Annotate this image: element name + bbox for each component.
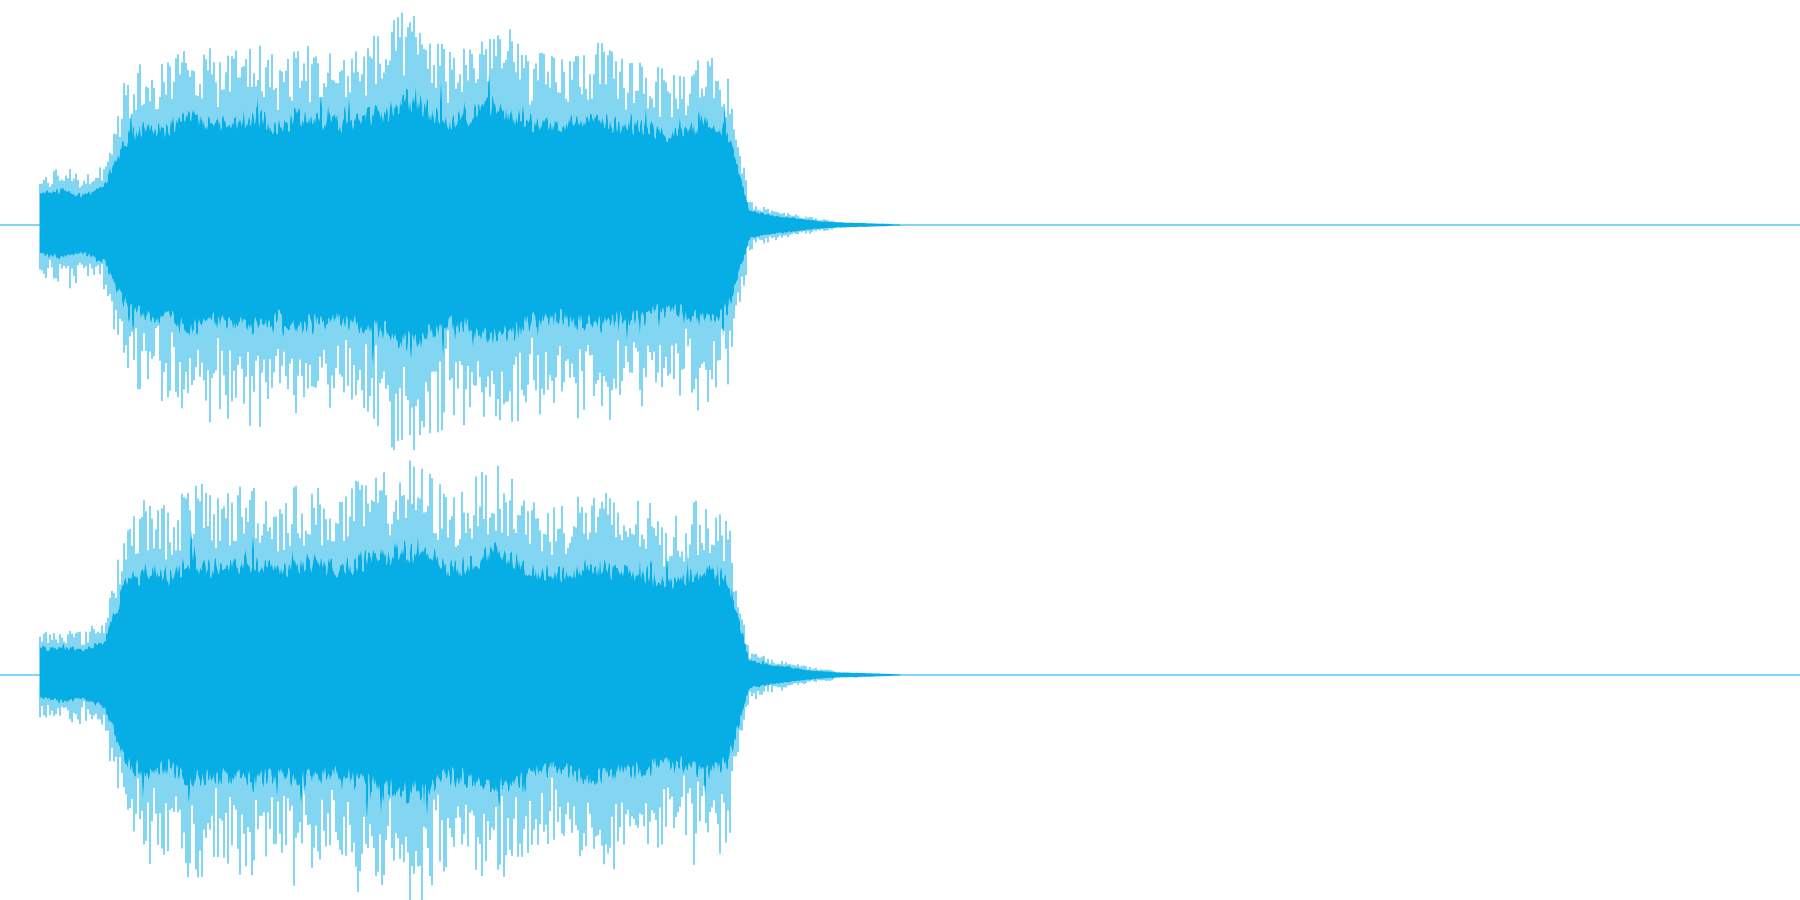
channel-left-waveform[interactable] [0,0,1800,450]
channel-left-svg [0,12,1800,450]
channel-right-waveform[interactable] [0,450,1800,900]
channel-right-svg [0,460,1800,900]
